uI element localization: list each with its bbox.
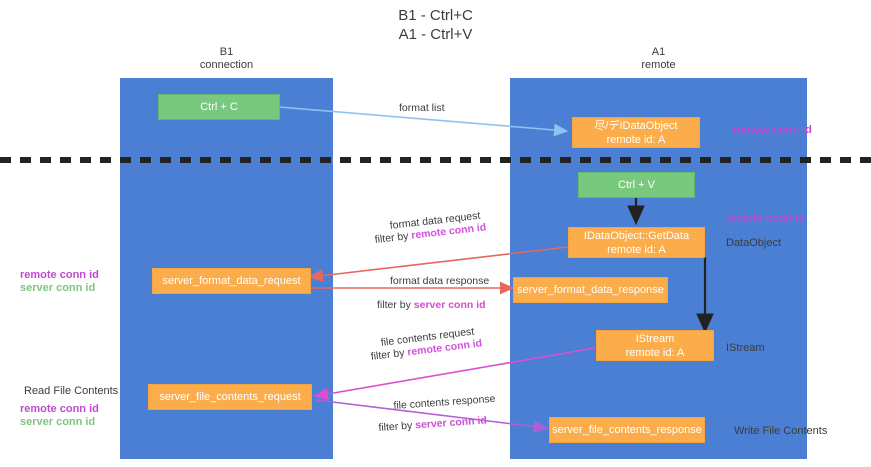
annotation-left-server-conn-id: server conn id [20, 282, 96, 294]
annotation-left-remote-conn-id-2: remote conn id [20, 403, 99, 415]
lane-header-b1: B1 connection [199, 46, 254, 71]
page-title: B1 - Ctrl+C A1 - Ctrl+V [398, 7, 473, 43]
annotation-remote-conn-id-mid: remote conn id [726, 212, 805, 224]
node-ctrl-v[interactable]: Ctrl + V [578, 172, 695, 198]
node-ctrl-c[interactable]: Ctrl + C [158, 94, 280, 120]
annotation-remote-conn-id-top: remote conn id [733, 124, 812, 136]
arrow-file-contents-request [313, 347, 596, 401]
node-idataobject[interactable]: 尽/デIDataObject remote id: A [572, 117, 700, 148]
edge-label-format-list: format list [399, 102, 445, 114]
edge-label-format-data-response: format data response [390, 275, 490, 287]
annotation-left-server-conn-id-2: server conn id [20, 416, 96, 428]
edge-label-format-data-response-filter: filter by server conn id [377, 298, 486, 312]
filter-prefix: filter by [377, 299, 414, 311]
annotation-left-remote-conn-id: remote conn id [20, 269, 99, 281]
annotation-read-file-contents: Read File Contents [24, 385, 119, 397]
node-server-format-data-response[interactable]: server_format_data_response [513, 277, 668, 303]
annotation-dataobject: DataObject [726, 237, 782, 249]
node-istream[interactable]: IStream remote id: A [596, 330, 714, 361]
node-server-file-contents-request[interactable]: server_file_contents_request [148, 384, 312, 410]
annotation-istream: IStream [726, 342, 765, 354]
arrow-format-data-request [308, 246, 569, 282]
node-server-format-data-request[interactable]: server_format_data_request [152, 268, 311, 294]
node-server-file-contents-response[interactable]: server_file_contents_response [549, 417, 705, 443]
node-idataobject-getdata[interactable]: IDataObject::GetData remote id: A [568, 227, 705, 258]
arrow-format-list [278, 106, 569, 137]
filter-prefix: filter by [378, 419, 416, 434]
lane-header-a1: A1 remote [641, 46, 676, 71]
annotation-write-file-contents: Write File Contents [734, 425, 828, 437]
filter-key: server conn id [413, 299, 486, 311]
arrow-file-contents-response [315, 399, 549, 433]
